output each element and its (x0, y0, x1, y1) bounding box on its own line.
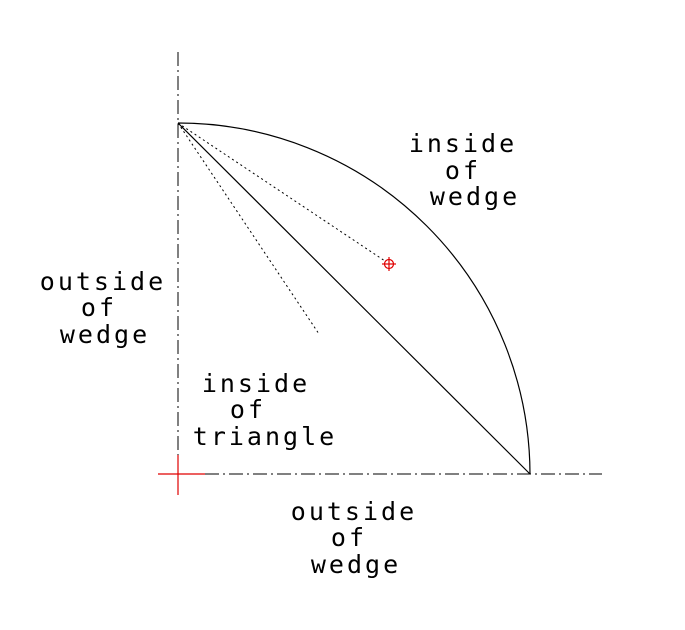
triangle-hypotenuse (177, 122, 531, 475)
label-inside-triangle: inside of triangle (193, 369, 337, 451)
dotted-line-inside-triangle (177, 122, 320, 335)
dotted-line-to-point (177, 122, 386, 262)
test-point-marker (382, 257, 396, 271)
label-inside-wedge: inside of wedge (409, 129, 535, 211)
label-outside-wedge-bottom: outside of wedge (291, 497, 435, 579)
label-outside-wedge-left: outside of wedge (40, 267, 184, 349)
wedge-arc (177, 122, 531, 475)
